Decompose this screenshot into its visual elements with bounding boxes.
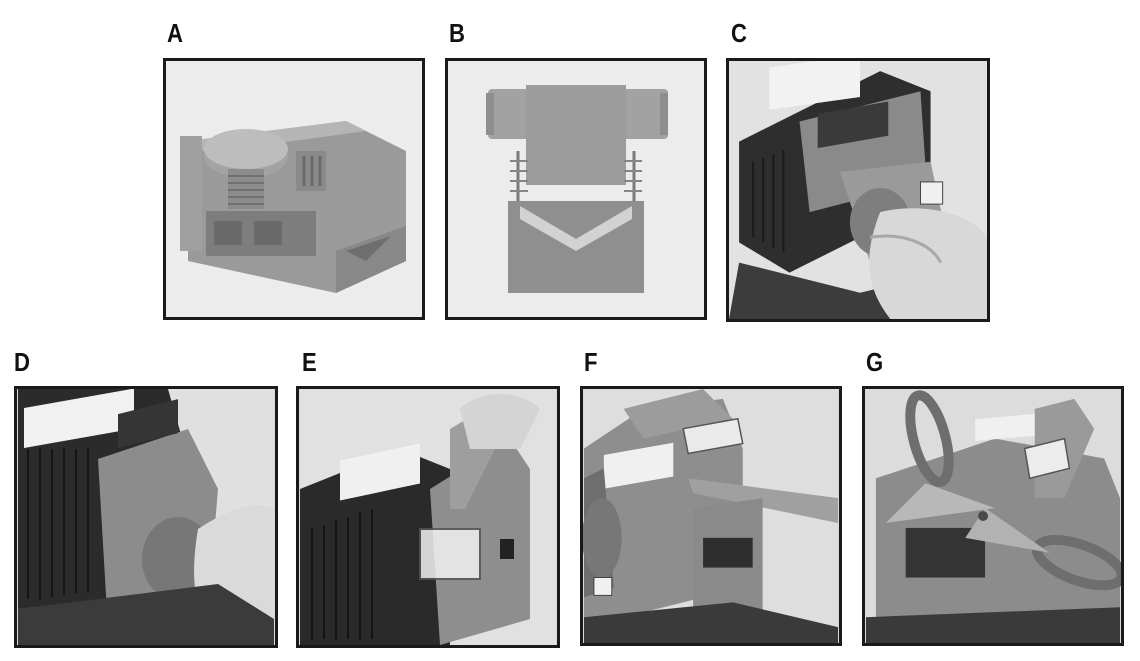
figure-label-f: F — [584, 347, 598, 377]
figure-panel-b — [445, 58, 707, 320]
figure-label-c: C — [731, 18, 747, 48]
tool-holder-illustration — [18, 389, 274, 645]
figure-panel-f — [580, 386, 842, 646]
figure-label-a: A — [167, 18, 183, 48]
v-guide-illustration — [448, 61, 704, 317]
scissors-sharpening-illustration — [866, 389, 1121, 643]
figure-panel-g — [862, 386, 1124, 646]
figure-label-g: G — [866, 347, 884, 377]
figure-panel-a — [163, 58, 425, 320]
figure-label-d: D — [14, 347, 30, 377]
knife-sharpening-illustration — [583, 389, 838, 643]
figure-label-e: E — [302, 347, 317, 377]
figure-panel-e — [296, 386, 560, 648]
figure-panel-d — [14, 386, 278, 648]
figure-panel-c — [726, 58, 990, 322]
attach-guide-illustration — [729, 61, 987, 319]
guide-cover-illustration — [300, 389, 556, 645]
jig-clamp-illustration — [166, 61, 422, 317]
figure-label-b: B — [449, 18, 465, 48]
